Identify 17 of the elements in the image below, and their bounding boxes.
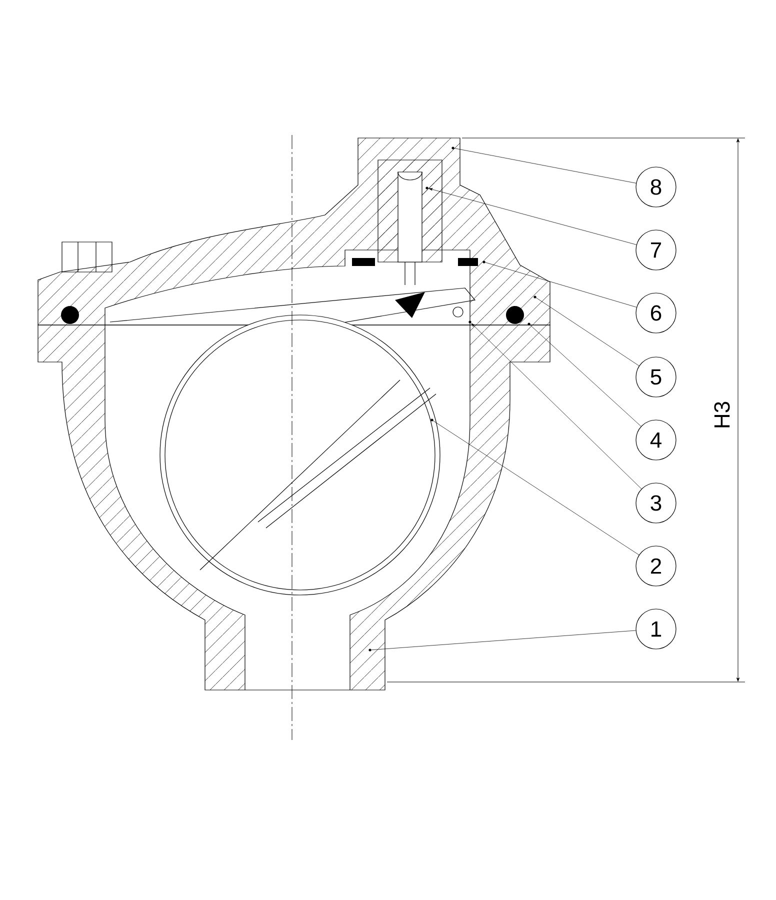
leader-line bbox=[536, 298, 640, 366]
leader-line bbox=[432, 420, 640, 556]
callout-number: 6 bbox=[636, 292, 676, 334]
leader-line bbox=[371, 630, 636, 650]
callout-number: 7 bbox=[636, 230, 676, 270]
callout-number: 2 bbox=[636, 546, 676, 586]
dimension-label: H3 bbox=[714, 402, 730, 428]
callout-number: 5 bbox=[636, 356, 676, 398]
leader-line bbox=[454, 148, 636, 184]
callout-number: 4 bbox=[636, 420, 676, 460]
leader-line bbox=[471, 323, 642, 490]
leader-line bbox=[530, 324, 642, 427]
callout-number: 8 bbox=[636, 166, 676, 208]
callout-number: 1 bbox=[636, 608, 676, 650]
leader-line bbox=[428, 188, 637, 245]
leader-line bbox=[485, 262, 637, 308]
callout-number: 3 bbox=[636, 482, 676, 524]
